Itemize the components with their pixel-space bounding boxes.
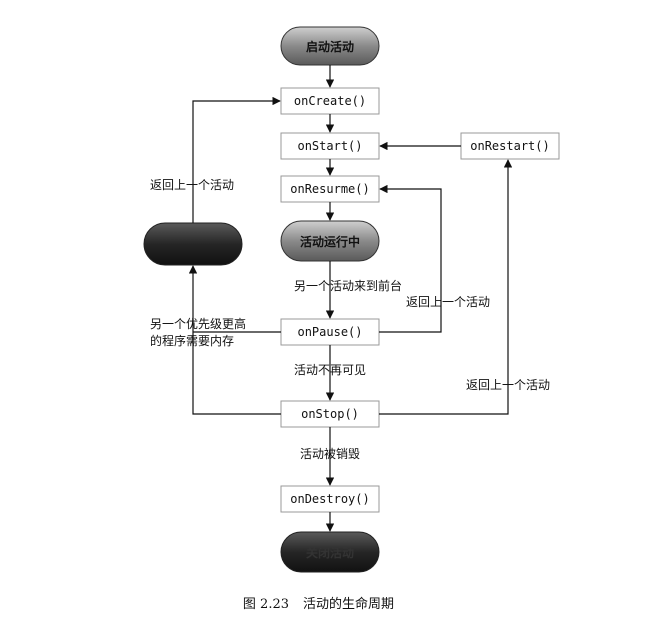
- onstop-box: onStop(): [280, 400, 380, 428]
- onresume-label: onResurme(): [290, 182, 369, 196]
- activity-running-label: 活动运行中: [300, 234, 360, 249]
- arrow-onstop-to-onrestart: [379, 159, 513, 415]
- caption-number: 图 2.23: [243, 597, 289, 612]
- onpause-box: onPause(): [280, 318, 380, 346]
- ondestroy-label: onDestroy(): [290, 492, 369, 506]
- label-higher-priority-line1: 另一个优先级更高: [150, 316, 246, 331]
- arrow-killed-to-oncreate: [192, 96, 281, 223]
- label-activity-destroyed: 活动被销毁: [300, 446, 360, 461]
- label-return-previous-right: 返回上一个活动: [466, 378, 550, 392]
- onstop-label: onStop(): [301, 407, 359, 421]
- ondestroy-box: onDestroy(): [280, 485, 380, 513]
- figure-caption: 图 2.23 活动的生命周期: [243, 596, 394, 612]
- label-other-activity-foreground: 另一个活动来到前台: [294, 278, 402, 293]
- label-higher-priority-line2: 的程序需要内存: [150, 333, 234, 348]
- arrow-onstop-to-killed: [188, 265, 281, 415]
- label-return-previous-left: 返回上一个活动: [150, 178, 234, 192]
- loop-arrows: [188, 96, 513, 415]
- caption-text: 活动的生命周期: [303, 596, 394, 612]
- process-killed-pill: [143, 222, 243, 266]
- onpause-label: onPause(): [297, 325, 362, 339]
- onresume-box: onResurme(): [280, 175, 380, 203]
- onrestart-box: onRestart(): [460, 132, 560, 160]
- activity-shutdown-label: 关闭活动: [306, 545, 354, 560]
- onstart-box: onStart(): [280, 132, 380, 160]
- arrow-onpause-to-onresume: [379, 184, 442, 333]
- oncreate-label: onCreate(): [294, 94, 366, 108]
- onrestart-label: onRestart(): [470, 139, 549, 153]
- start-activity-pill: 启动活动: [280, 26, 380, 66]
- label-no-longer-visible: 活动不再可见: [294, 363, 366, 377]
- activity-running-pill: 活动运行中: [280, 220, 380, 262]
- start-activity-label: 启动活动: [306, 39, 354, 54]
- onstart-label: onStart(): [297, 139, 362, 153]
- oncreate-box: onCreate(): [280, 87, 380, 115]
- activity-shutdown-pill: 关闭活动: [280, 531, 380, 573]
- label-return-previous-middle: 返回上一个活动: [406, 295, 490, 309]
